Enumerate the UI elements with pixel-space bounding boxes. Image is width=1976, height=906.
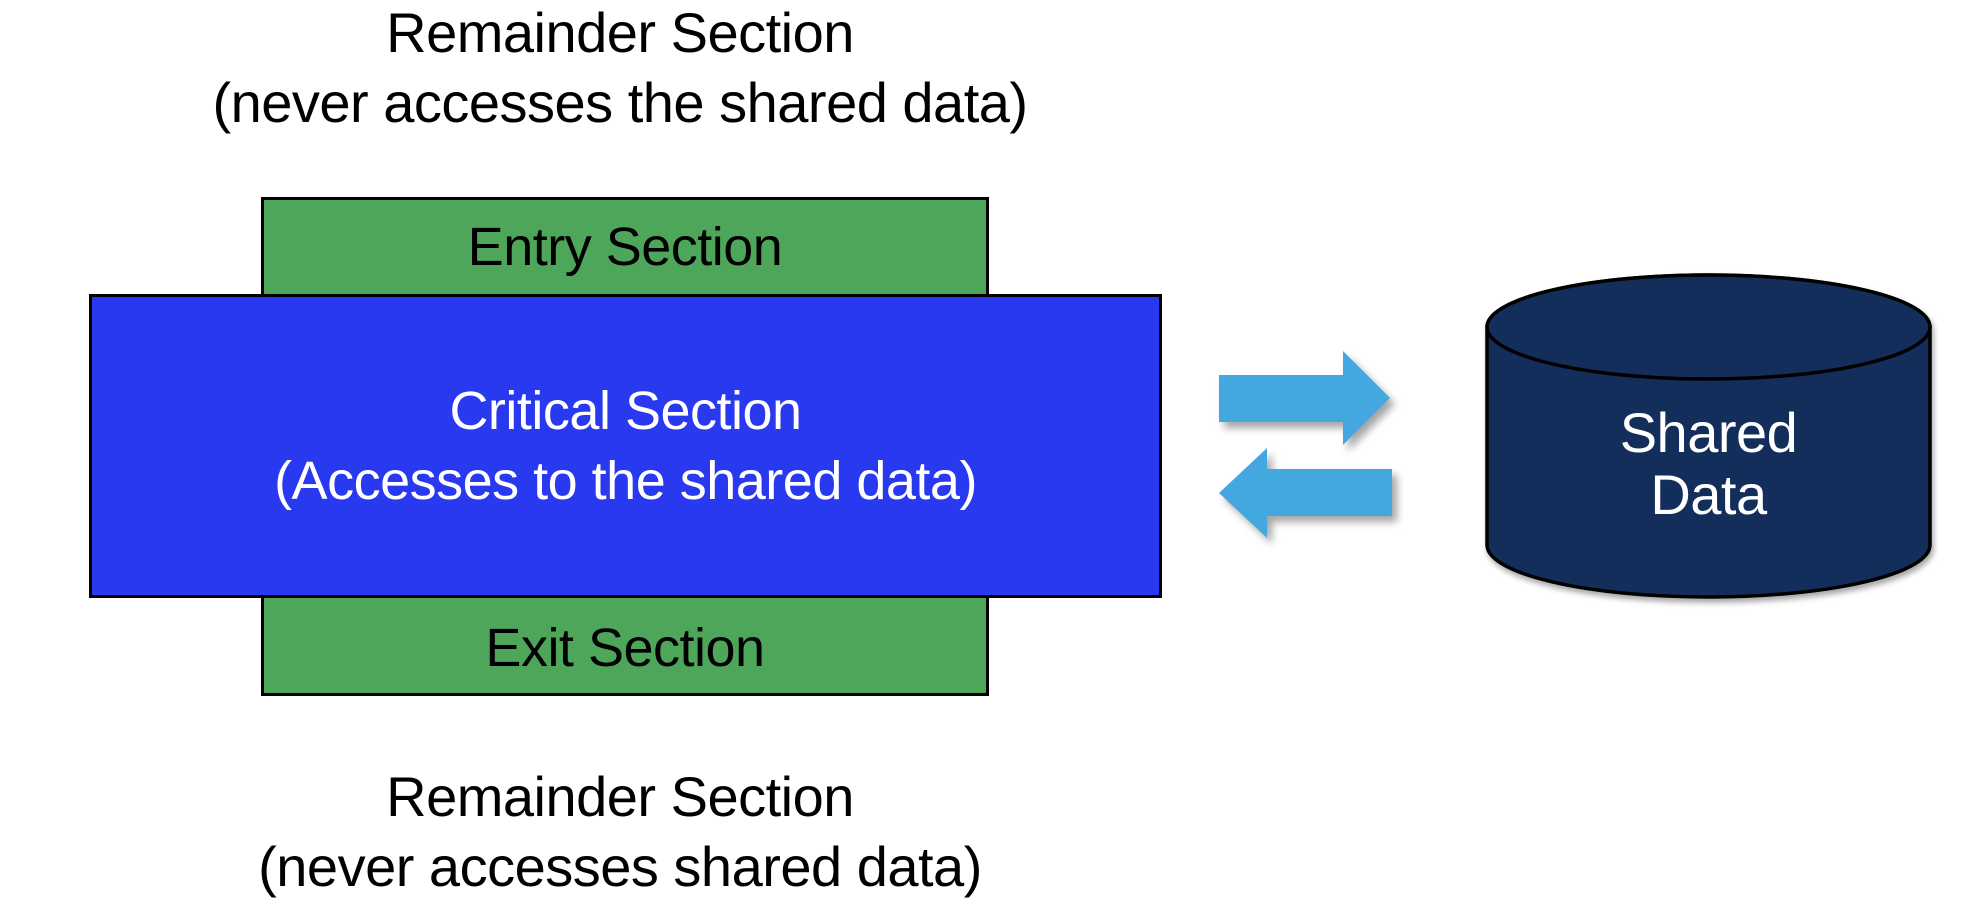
exit-section-box: Exit Section — [261, 594, 989, 696]
critical-section-line2: (Accesses to the shared data) — [274, 451, 977, 511]
arrow-right-icon — [1219, 351, 1390, 445]
entry-section-label: Entry Section — [467, 217, 783, 277]
critical-section-box: Critical Section (Accesses to the shared… — [89, 294, 1162, 598]
remainder-bottom-note: Remainder Section (never accesses shared… — [0, 762, 1240, 902]
critical-section-line1: Critical Section — [449, 381, 802, 441]
exit-section-label: Exit Section — [485, 618, 765, 678]
shared-data-label: Shared Data — [1487, 402, 1930, 526]
arrow-left-icon — [1219, 448, 1392, 538]
remainder-top-line1: Remainder Section — [386, 1, 854, 64]
shared-data-cylinder — [1485, 273, 1932, 599]
data-exchange-arrows — [1219, 351, 1392, 538]
shared-data-line1: Shared — [1619, 401, 1798, 464]
entry-section-box: Entry Section — [261, 197, 989, 297]
cylinder-top-ellipse — [1485, 273, 1932, 381]
remainder-bottom-line2: (never accesses shared data) — [258, 835, 982, 898]
remainder-top-line2: (never accesses the shared data) — [212, 71, 1028, 134]
remainder-top-note: Remainder Section (never accesses the sh… — [0, 0, 1240, 138]
shared-data-line2: Data — [1650, 463, 1767, 526]
remainder-bottom-line1: Remainder Section — [386, 765, 854, 828]
